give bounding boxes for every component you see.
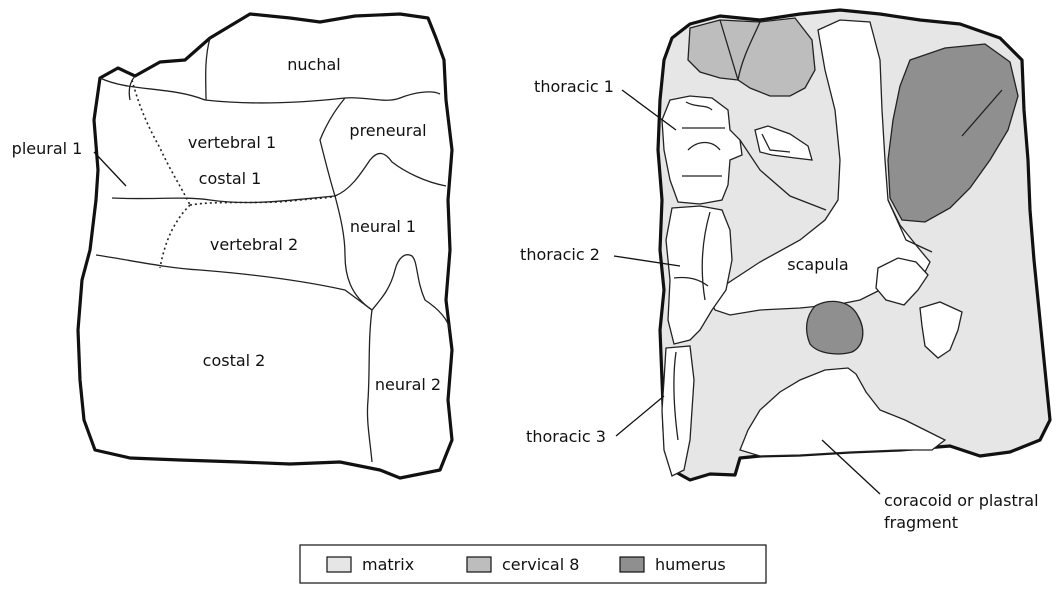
label-neural-1: neural 1 [350,217,416,236]
legend: matrix cervical 8 humerus [300,545,766,583]
suture-costal1-costal2 [96,255,372,310]
label-costal-1: costal 1 [199,169,262,188]
label-vertebral-2: vertebral 2 [210,235,298,254]
legend-label-matrix: matrix [362,555,414,574]
sulcus-vertebral2-left [160,205,190,268]
sulcus-pleural-vertebral [132,80,190,205]
suture-nuchal-left [206,38,210,100]
label-pleural-1: pleural 1 [12,139,83,158]
label-thoracic-3: thoracic 3 [526,427,606,446]
suture-neural1-left [335,196,372,310]
suture-neural2-left [367,310,372,462]
suture-preneural-left [320,98,345,196]
label-thoracic-1: thoracic 1 [534,77,614,96]
suture-pleural-nuchal [129,76,135,100]
legend-swatch-matrix [327,557,351,572]
suture-preneural-bottom [335,153,446,196]
label-coracoid-line1: coracoid or plastral [884,491,1039,510]
label-nuchal: nuchal [287,55,340,74]
label-coracoid-line2: fragment [884,513,958,532]
legend-label-cervical-8: cervical 8 [502,555,579,574]
label-preneural: preneural [349,121,426,140]
label-neural-2: neural 2 [375,375,441,394]
label-scapula: scapula [787,255,848,274]
label-thoracic-2: thoracic 2 [520,245,600,264]
left-carapace-panel: nuchal preneural pleural 1 vertebral 1 c… [12,14,452,478]
suture-neural2-top [372,255,450,330]
leader-thoracic-3 [616,396,664,436]
label-vertebral-1: vertebral 1 [188,133,276,152]
legend-swatch-cervical-8 [467,557,491,572]
legend-swatch-humerus [620,557,644,572]
legend-label-humerus: humerus [655,555,726,574]
right-specimen-panel: thoracic 1 thoracic 2 thoracic 3 scapula… [520,10,1050,532]
suture-preneural-top [345,92,440,100]
label-costal-2: costal 2 [203,351,266,370]
suture-nuchal-lower [100,78,345,103]
